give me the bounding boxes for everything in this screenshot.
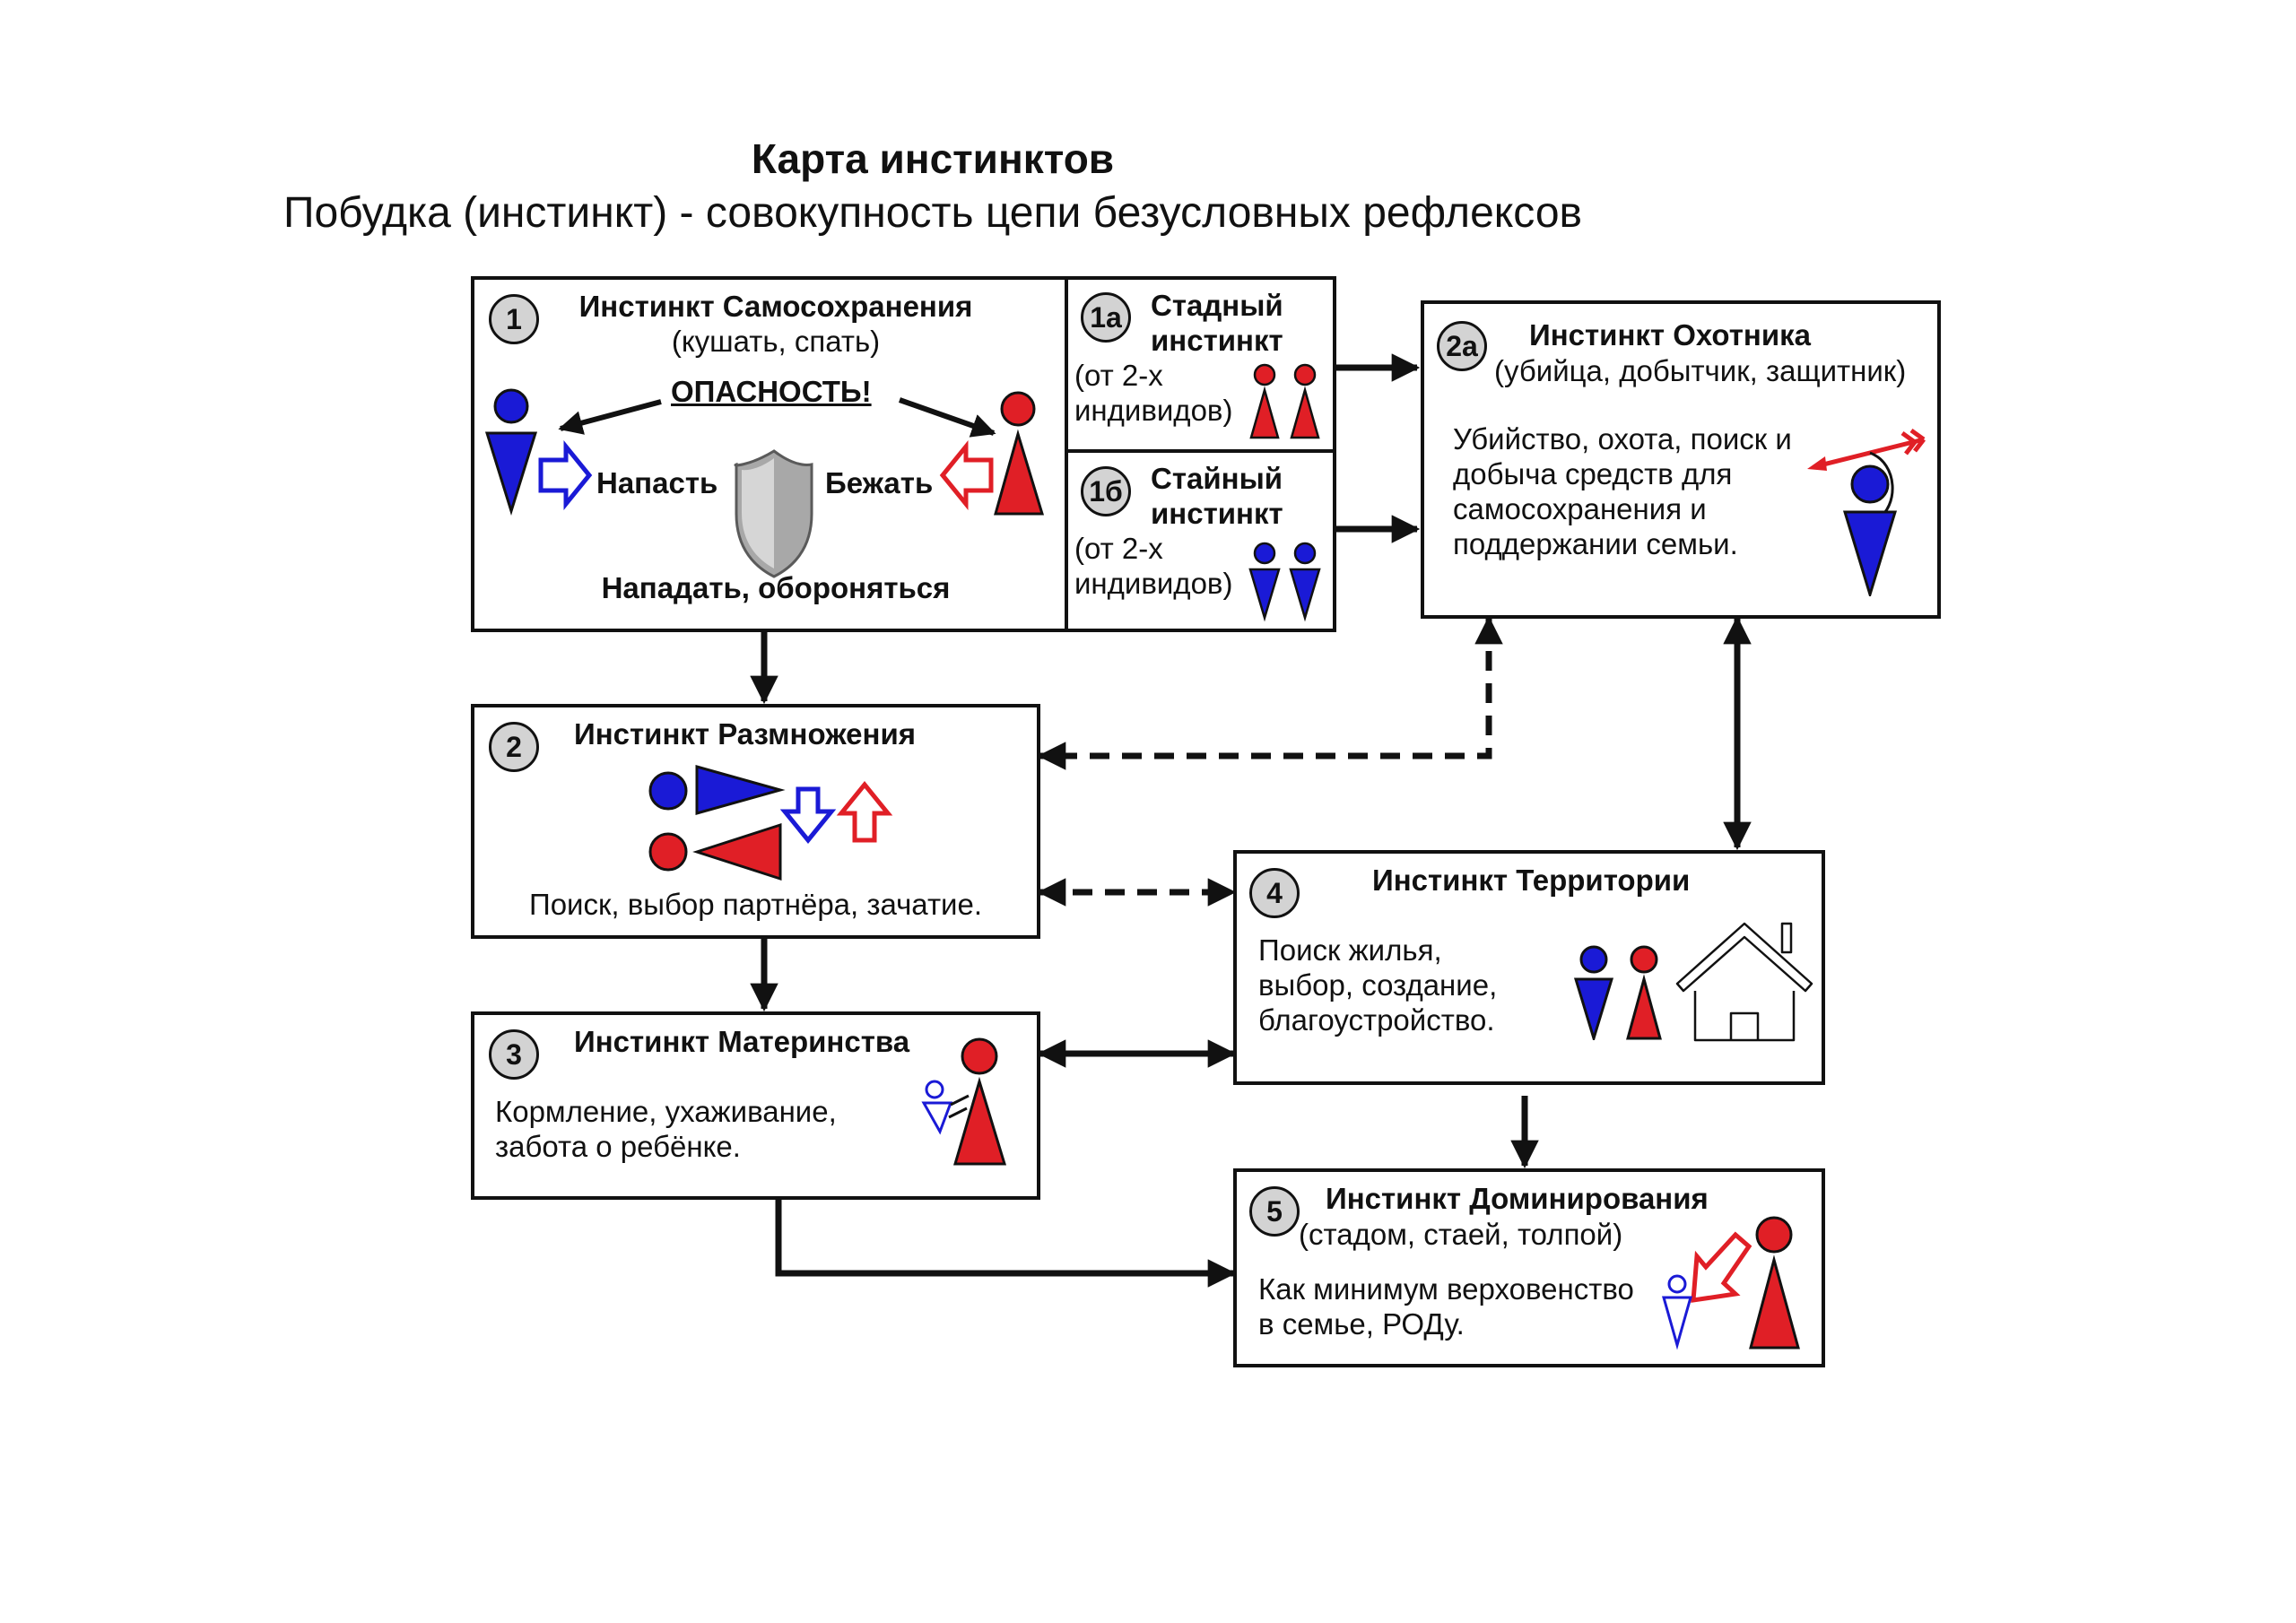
arrow-3-to-5 xyxy=(775,1200,1237,1288)
male-figure-icon xyxy=(648,765,786,815)
box-territory-instinct xyxy=(1233,850,1825,1085)
box-reproduction-instinct xyxy=(471,704,1040,939)
herd-figures xyxy=(1249,363,1320,439)
box5-title: Инстинкт Доминирования xyxy=(1326,1182,1709,1215)
dominance-arrow-icon xyxy=(1691,1231,1752,1303)
box1a-sub-line2: индивидов) xyxy=(1074,394,1233,427)
box4-text-line1: Поиск жилья, xyxy=(1258,933,1442,967)
box2a-title: Инстинкт Охотника xyxy=(1529,318,1812,352)
danger-arrow-right xyxy=(899,397,996,438)
box2a-text-line1: Убийство, охота, поиск и xyxy=(1453,422,1792,456)
child-figure-icon xyxy=(921,1080,953,1135)
box1b-sub-line2: индивидов) xyxy=(1074,567,1233,600)
box1-title: Инстинкт Самосохранения xyxy=(578,290,973,323)
diagram-title: Карта инстинктов xyxy=(751,135,1115,182)
box2-text: Поиск, выбор партнёра, зачатие. xyxy=(528,888,983,921)
box2a-subtitle: (убийца, добытчик, защитник) xyxy=(1494,354,1907,387)
box3-title: Инстинкт Материнства xyxy=(574,1025,910,1058)
box1b-title-line2: инстинкт xyxy=(1151,497,1283,530)
male-figure-icon xyxy=(1248,542,1281,622)
box1a-title-line1: Стадный xyxy=(1151,289,1283,322)
badge-2: 2 xyxy=(489,722,539,772)
female-figure-icon xyxy=(1626,945,1662,1040)
danger-arrow-left xyxy=(558,399,662,435)
badge-1b: 1б xyxy=(1081,466,1131,516)
badge-2a: 2а xyxy=(1437,321,1487,371)
box3-text: Кормление, ухаживание, забота о ребёнке. xyxy=(495,1094,837,1164)
box2a-text: Убийство, охота, поиск и добыча средств … xyxy=(1453,421,1792,561)
box3-text-line1: Кормление, ухаживание, xyxy=(495,1095,837,1128)
up-arrow-icon xyxy=(836,781,893,843)
holding-arm-icon xyxy=(948,1094,970,1119)
arrow-icon xyxy=(1815,428,1926,469)
badge-5: 5 xyxy=(1249,1186,1300,1237)
box1-graphics xyxy=(484,388,1045,578)
female-figure-icon xyxy=(1249,363,1280,439)
reproduction-figures xyxy=(648,765,893,881)
shield-icon xyxy=(734,449,813,578)
box5-text-line2: в семье, РОДу. xyxy=(1258,1307,1465,1341)
male-figure-icon xyxy=(1842,464,1898,596)
dominance-figures xyxy=(1662,1216,1800,1350)
box5-text: Как минимум верховенство в семье, РОДу. xyxy=(1258,1271,1634,1341)
box4-title: Инстинкт Территории xyxy=(1372,864,1691,897)
pack-figures xyxy=(1248,542,1321,622)
down-arrow-icon xyxy=(779,786,837,844)
couple-figures xyxy=(1573,945,1662,1040)
badge-1: 1 xyxy=(489,294,539,344)
box5-text-line1: Как минимум верховенство xyxy=(1258,1272,1634,1306)
female-figure-icon xyxy=(952,1037,1007,1166)
male-figure-icon xyxy=(484,388,538,516)
badge-4: 4 xyxy=(1249,868,1300,918)
box1b-title-line1: Стайный xyxy=(1151,462,1283,495)
attack-arrow-icon xyxy=(538,439,593,511)
box2-title: Инстинкт Размножения xyxy=(574,717,916,751)
box1a-title-line2: инстинкт xyxy=(1151,324,1283,357)
box5-subtitle: (стадом, стаей, толпой) xyxy=(1299,1218,1623,1251)
box3-text-line2: забота о ребёнке. xyxy=(495,1130,741,1163)
box2a-text-line4: поддержании семьи. xyxy=(1453,527,1738,560)
mother-child-figure xyxy=(921,1037,1007,1166)
box1-subtitle: (кушать, спать) xyxy=(671,325,881,358)
attack-label: Напасть xyxy=(596,466,718,499)
diagram-subtitle: Побудка (инстинкт) - совокупность цепи б… xyxy=(283,189,1583,237)
female-figure-icon xyxy=(648,822,782,881)
box1b-sub-line1: (от 2-х xyxy=(1074,532,1163,565)
house-icon xyxy=(1675,922,1813,1042)
danger-label: ОПАСНОСТЬ! xyxy=(671,375,872,408)
female-figure-icon xyxy=(1290,363,1320,439)
box-hunter-instinct xyxy=(1421,300,1941,619)
box4-text: Поиск жилья, выбор, создание, благоустро… xyxy=(1258,933,1497,1037)
box1a-sub-line1: (от 2-х xyxy=(1074,359,1163,392)
box2a-text-line2: добыча средств для xyxy=(1453,457,1733,490)
flee-label: Бежать xyxy=(825,466,934,499)
box4-text-line3: благоустройство. xyxy=(1258,1003,1495,1037)
child-figure-icon xyxy=(1662,1274,1692,1350)
badge-1a: 1а xyxy=(1081,292,1131,343)
female-figure-icon xyxy=(1749,1216,1800,1350)
box-pack-instinct xyxy=(1065,449,1336,632)
female-figure-icon xyxy=(994,391,1045,516)
badge-3: 3 xyxy=(489,1029,539,1080)
male-figure-icon xyxy=(1573,945,1614,1040)
flee-arrow-icon xyxy=(939,439,994,511)
arrowhead-icon xyxy=(1807,456,1827,471)
male-figure-icon xyxy=(1289,542,1321,622)
hunter-figure xyxy=(1807,428,1926,596)
box2a-text-line3: самосохранения и xyxy=(1453,492,1707,525)
dashed-2a-2 xyxy=(1037,615,1503,770)
box4-text-line2: выбор, создание, xyxy=(1258,968,1498,1002)
